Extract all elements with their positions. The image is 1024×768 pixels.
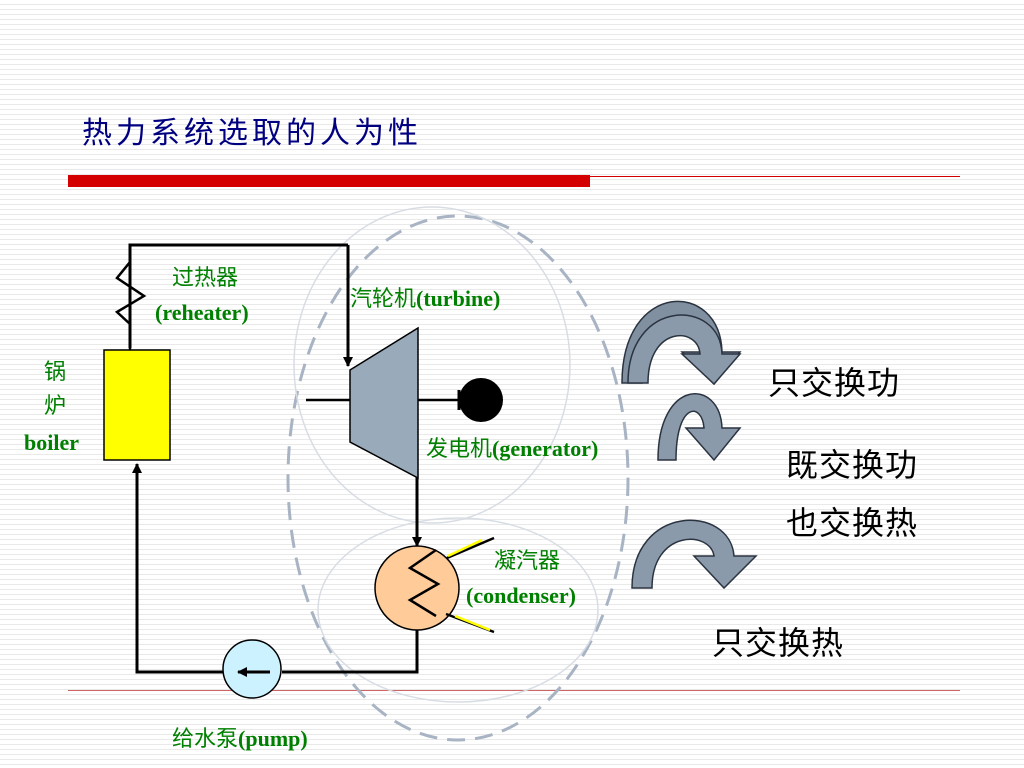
pump-label: 给水泵(pump) — [172, 726, 308, 753]
title-underline-thin — [590, 176, 960, 177]
pipe-boiler-to-turbine — [128, 243, 348, 348]
pump-label-en: (pump) — [238, 726, 308, 751]
generator-icon — [459, 378, 503, 422]
boiler-icon — [103, 349, 171, 461]
condenser-label-en-text: (condenser) — [466, 583, 576, 608]
boiler-label-cn-2: 炉 — [44, 394, 67, 419]
annotation-work-only: 只交换功 — [768, 364, 901, 402]
boiler-label-en: boiler — [24, 430, 79, 457]
title-underline-bar — [68, 175, 590, 187]
reheater-coil-icon — [114, 248, 147, 350]
condenser-coil-icon — [407, 548, 441, 618]
boiler-label-en-text: boiler — [24, 430, 79, 455]
condenser-label-en: (condenser) — [466, 583, 576, 610]
heat-exchange-arrow-icon — [631, 519, 758, 590]
pipe-condenser-to-pump — [282, 630, 419, 674]
cooling-water-out-arrow — [454, 614, 491, 632]
cooling-water-in — [446, 536, 495, 560]
work-exchange-arrow-front-icon — [627, 314, 742, 386]
turbine-icon — [349, 326, 419, 480]
pipe-pump-to-boiler — [132, 463, 224, 674]
page-title: 热力系统选取的人为性 — [82, 116, 422, 151]
turbine-label-cn: 汽轮机 — [350, 287, 417, 312]
footer-divider — [68, 690, 960, 691]
turbine-system-boundary — [293, 206, 571, 524]
annotation-work-and-heat-2: 也交换热 — [786, 504, 919, 542]
annotation-heat-only: 只交换热 — [712, 624, 845, 662]
work-and-heat-arrow-icon — [657, 393, 742, 462]
reheater-label-cn: 过热器 — [172, 266, 239, 291]
annotation-work-and-heat-1: 既交换功 — [786, 446, 919, 484]
boiler-label-cn-1: 锅 — [44, 360, 67, 385]
condenser-label-cn: 凝汽器 — [494, 549, 561, 574]
condenser-system-boundary — [317, 517, 599, 703]
generator-label: 发电机(generator) — [426, 436, 598, 463]
turbine-label: 汽轮机(turbine) — [350, 286, 500, 313]
generator-label-en: (generator) — [492, 436, 599, 461]
pump-label-cn: 给水泵 — [172, 727, 239, 752]
reheater-label-en: (reheater) — [155, 300, 249, 327]
cooling-water-in-arrow — [447, 538, 483, 558]
reheater-label-en-text: (reheater) — [155, 300, 249, 325]
turbine-label-en: (turbine) — [416, 286, 501, 311]
condenser-icon — [374, 545, 460, 631]
generator-label-cn: 发电机 — [426, 437, 493, 462]
large-system-boundary — [286, 214, 630, 742]
pump-icon — [222, 639, 282, 699]
